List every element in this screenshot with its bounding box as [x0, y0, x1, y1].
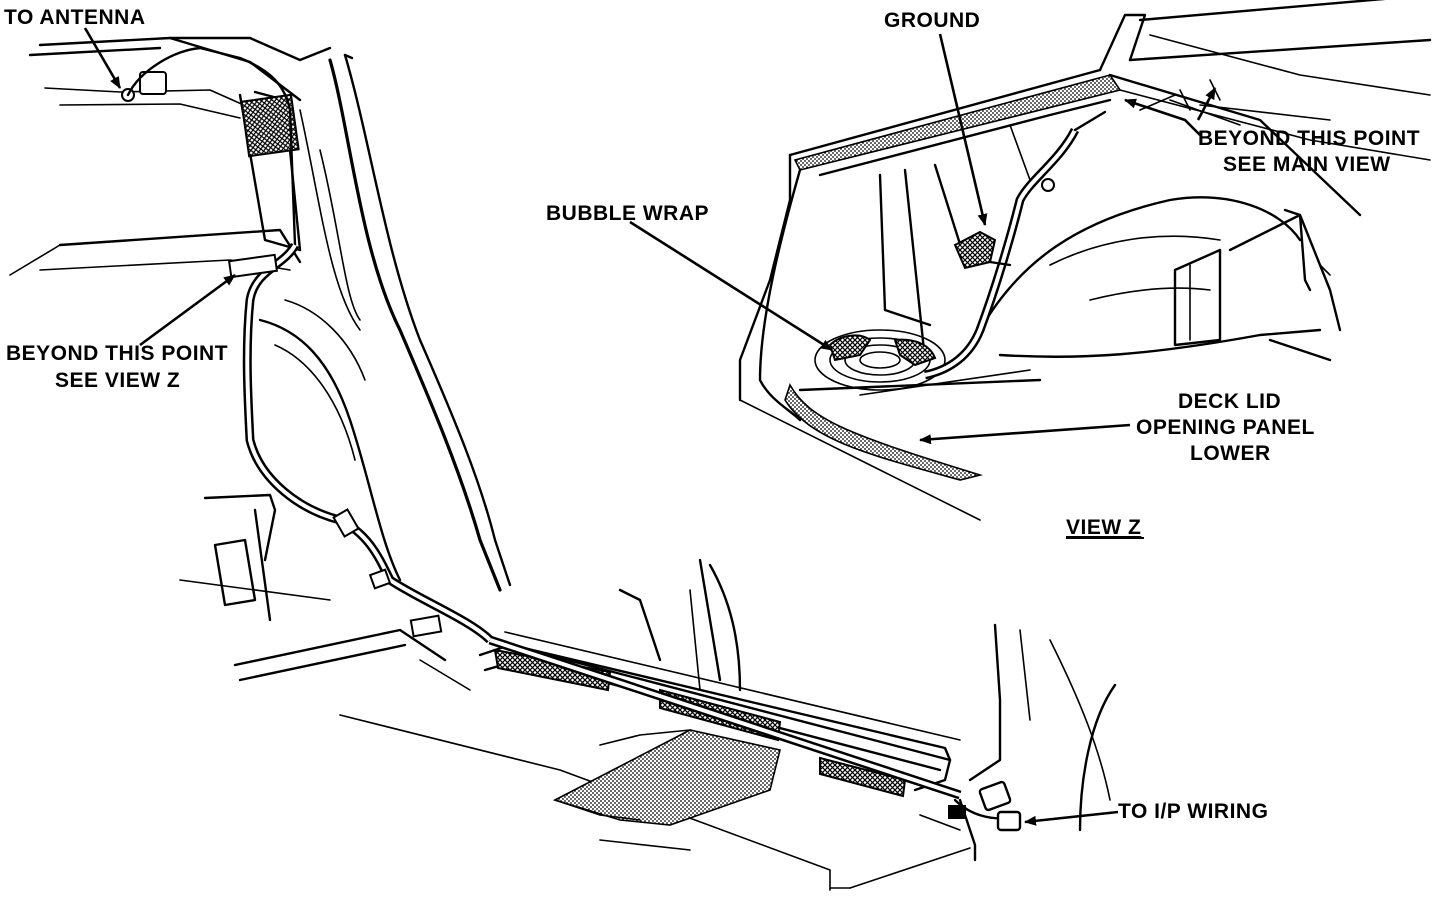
antenna-connector	[121, 46, 297, 247]
label-beyond-z-line2: SEE VIEW Z	[55, 369, 180, 392]
label-to-ip-wiring: TO I/P WIRING	[1118, 800, 1268, 823]
label-deck-lid-line2: OPENING PANEL	[1136, 416, 1315, 439]
label-bubble-wrap: BUBBLE WRAP	[546, 202, 709, 225]
label-beyond-main-line1: BEYOND THIS POINT	[1198, 127, 1420, 150]
ip-connector	[948, 780, 1022, 832]
leader-lines	[83, 27, 1217, 826]
label-view-z: VIEW Z	[1066, 516, 1141, 539]
label-beyond-main-line2: SEE MAIN VIEW	[1223, 153, 1391, 176]
label-beyond-z-line1: BEYOND THIS POINT	[6, 342, 228, 365]
label-to-antenna: TO ANTENNA	[4, 6, 146, 29]
wire-harness-main	[227, 242, 962, 800]
label-deck-lid-line1: DECK LID	[1178, 390, 1281, 413]
antenna-grid	[240, 93, 300, 158]
label-ground: GROUND	[884, 9, 980, 32]
view-z-trunk	[738, 0, 1432, 521]
label-deck-lid-line3: LOWER	[1190, 442, 1271, 465]
wire-harness-view-z	[923, 110, 1107, 380]
main-view-body	[9, 36, 1117, 891]
